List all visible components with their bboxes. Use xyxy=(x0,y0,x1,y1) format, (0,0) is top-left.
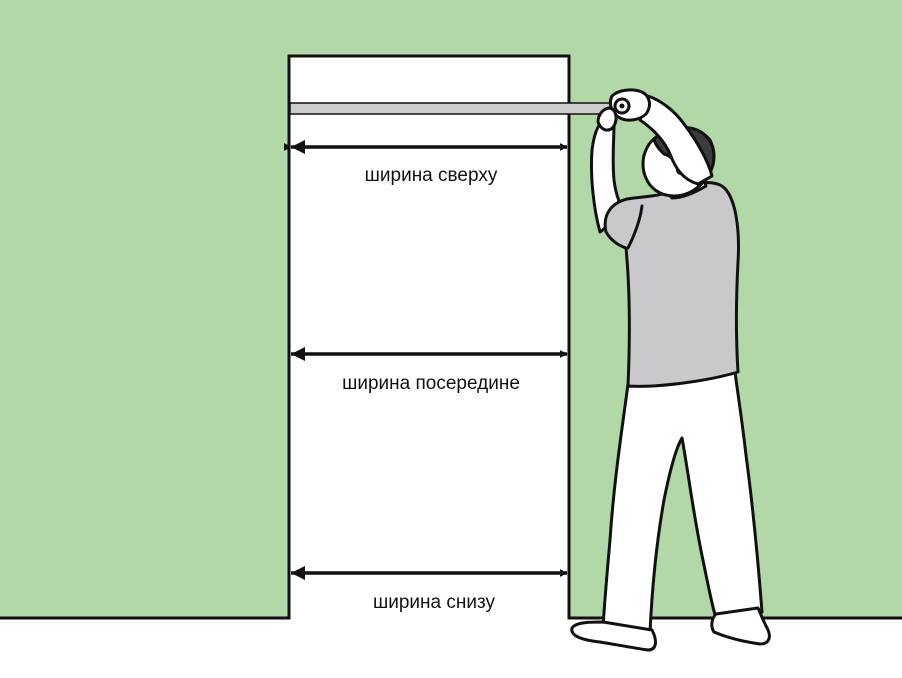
top-width-arrow-left-head xyxy=(291,140,305,154)
shirt xyxy=(603,181,740,388)
door-opening xyxy=(289,56,569,618)
tape-measure-hub xyxy=(619,103,625,109)
trousers xyxy=(601,370,764,634)
right-shoe xyxy=(710,606,771,646)
tape-measure-blade xyxy=(289,102,617,115)
top-width-label: ширина сверху xyxy=(365,165,498,186)
back-hand xyxy=(596,106,618,132)
man-measuring-icon xyxy=(570,88,771,652)
sleeve-seam xyxy=(626,204,644,250)
bottom-width-arrow-left-head xyxy=(291,566,305,580)
bottom-width-label: ширина снизу xyxy=(373,592,495,613)
middle-width-arrow-left-head xyxy=(291,347,305,361)
front-arm xyxy=(638,94,714,186)
middle-width-label: ширина посередине xyxy=(342,373,520,394)
left-shoe xyxy=(570,620,657,652)
